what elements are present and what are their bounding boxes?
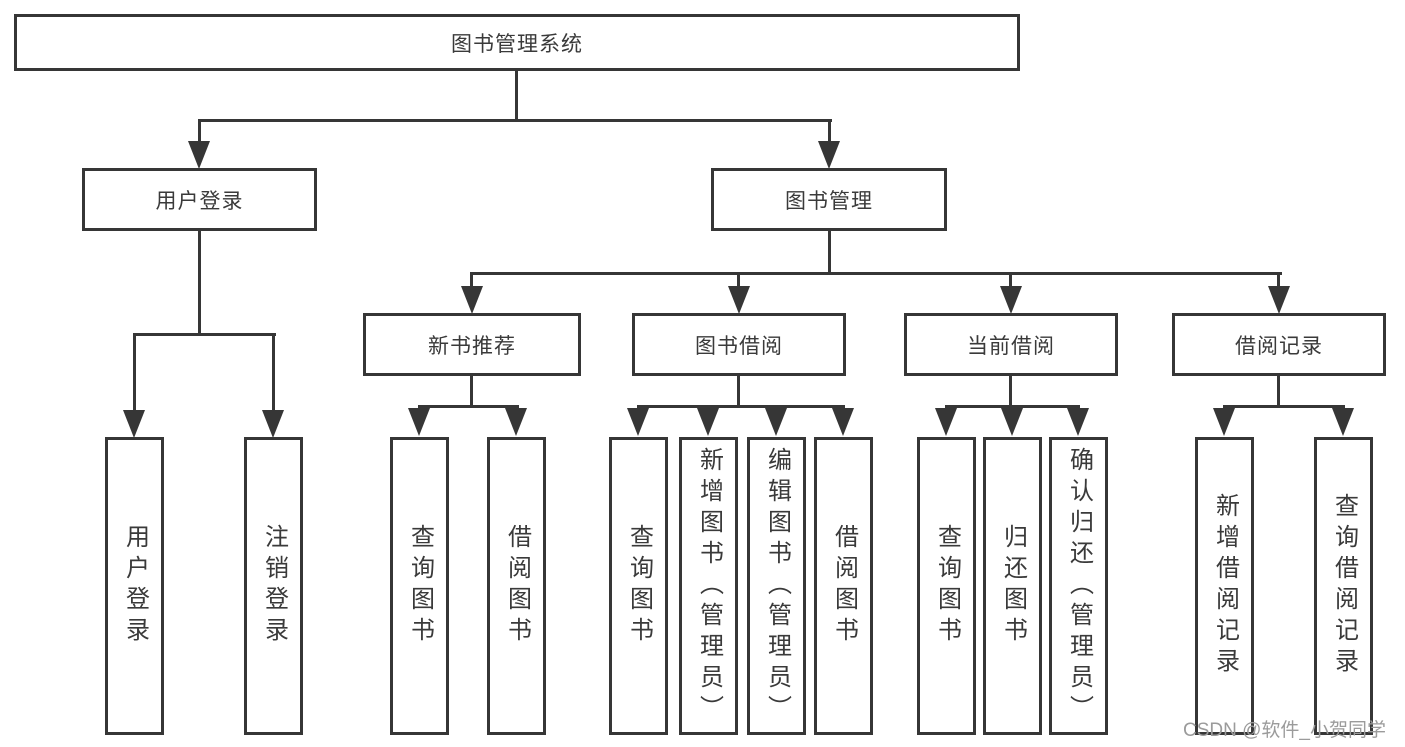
connector-v	[1009, 376, 1012, 408]
arrow-down-icon	[728, 286, 750, 314]
node-label: 当前借阅	[967, 334, 1055, 358]
leaf-query-books-recommend: 查询图书	[390, 437, 449, 735]
arrow-down-icon	[1332, 408, 1354, 436]
csdn-watermark: CSDN @软件_小贺同学	[1183, 720, 1386, 741]
leaf-logout: 注销登录	[244, 437, 303, 735]
arrow-down-icon	[1000, 286, 1022, 314]
leaf-user-login: 用户登录	[105, 437, 164, 735]
node-new-book-recommend: 新书推荐	[363, 313, 581, 376]
leaf-query-books-current: 查询图书	[917, 437, 976, 735]
node-book-management: 图书管理	[711, 168, 947, 231]
connector-h	[1223, 405, 1345, 408]
node-user-login: 用户登录	[82, 168, 317, 231]
connector-h	[198, 119, 832, 122]
connector-h	[637, 405, 845, 408]
leaf-label: 查询图书	[406, 524, 434, 648]
connector-v	[737, 376, 740, 408]
connector-v	[198, 231, 201, 335]
node-label: 借阅记录	[1235, 334, 1323, 358]
arrow-down-icon	[262, 410, 284, 438]
arrow-down-icon	[408, 408, 430, 436]
connector-h	[133, 333, 276, 336]
connector-v	[828, 231, 831, 275]
leaf-confirm-return-admin: 确认归还（管理员）	[1049, 437, 1108, 735]
leaf-label: 查询图书	[933, 524, 961, 648]
leaf-add-borrow-record: 新增借阅记录	[1195, 437, 1254, 735]
arrow-down-icon	[1001, 408, 1023, 436]
leaf-borrow-books: 借阅图书	[814, 437, 873, 735]
leaf-label: 查询图书	[625, 524, 653, 648]
leaf-label: 借阅图书	[503, 524, 531, 648]
connector-h	[418, 405, 519, 408]
arrow-down-icon	[188, 141, 210, 169]
leaf-label: 编辑图书（管理员）	[763, 446, 791, 726]
connector-v	[470, 272, 473, 289]
leaf-label: 借阅图书	[830, 524, 858, 648]
node-label: 新书推荐	[428, 334, 516, 358]
leaf-label: 查询借阅记录	[1330, 493, 1358, 679]
leaf-add-books-admin: 新增图书（管理员）	[679, 437, 738, 735]
node-label: 图书管理	[785, 189, 873, 213]
arrow-down-icon	[765, 408, 787, 436]
arrow-down-icon	[818, 141, 840, 169]
connector-h	[945, 405, 1080, 408]
connector-v	[828, 119, 831, 144]
arrow-down-icon	[461, 286, 483, 314]
leaf-edit-books-admin: 编辑图书（管理员）	[747, 437, 806, 735]
leaf-borrow-books-recommend: 借阅图书	[487, 437, 546, 735]
arrow-down-icon	[505, 408, 527, 436]
node-borrowing-records: 借阅记录	[1172, 313, 1386, 376]
leaf-query-books-borrowing: 查询图书	[609, 437, 668, 735]
leaf-label: 确认归还（管理员）	[1065, 446, 1093, 726]
leaf-label: 注销登录	[260, 524, 288, 648]
leaf-label: 新增借阅记录	[1211, 493, 1239, 679]
leaf-label: 用户登录	[121, 524, 149, 648]
connector-v	[470, 376, 473, 408]
connector-v	[198, 119, 201, 144]
connector-v	[1009, 272, 1012, 289]
node-current-borrowing: 当前借阅	[904, 313, 1118, 376]
leaf-label: 新增图书（管理员）	[695, 446, 723, 726]
connector-v	[1277, 272, 1280, 289]
arrow-down-icon	[123, 410, 145, 438]
connector-v	[1277, 376, 1280, 408]
leaf-label: 归还图书	[999, 524, 1027, 648]
node-library-system: 图书管理系统	[14, 14, 1020, 71]
arrow-down-icon	[832, 408, 854, 436]
node-label: 用户登录	[155, 189, 244, 213]
arrow-down-icon	[1067, 408, 1089, 436]
leaf-query-borrow-record: 查询借阅记录	[1314, 437, 1373, 735]
connector-v	[515, 71, 518, 122]
arrow-down-icon	[1268, 286, 1290, 314]
arrow-down-icon	[627, 408, 649, 436]
leaf-return-books: 归还图书	[983, 437, 1042, 735]
node-label: 图书借阅	[695, 334, 783, 358]
connector-v	[133, 333, 136, 412]
connector-h	[471, 272, 1282, 275]
connector-v	[737, 272, 740, 289]
arrow-down-icon	[697, 408, 719, 436]
arrow-down-icon	[1213, 408, 1235, 436]
node-label: 图书管理系统	[451, 32, 583, 56]
connector-v	[272, 333, 275, 412]
arrow-down-icon	[935, 408, 957, 436]
node-book-borrowing: 图书借阅	[632, 313, 846, 376]
